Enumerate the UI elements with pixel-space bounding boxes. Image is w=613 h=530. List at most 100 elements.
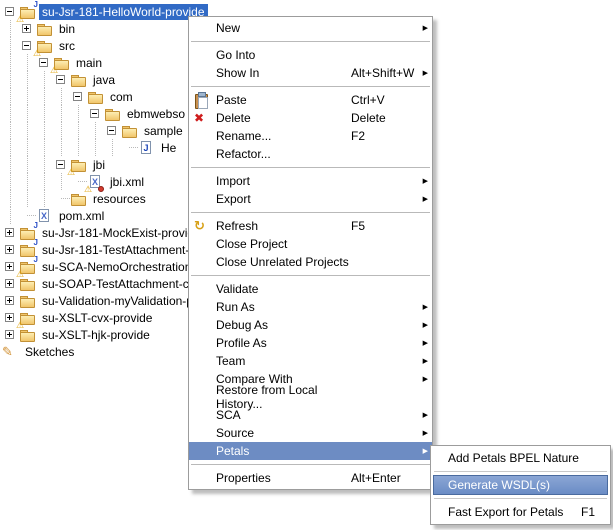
collapse-minus-icon[interactable]: [22, 41, 31, 50]
tree-indent-guide: [36, 190, 53, 207]
menu-item-import[interactable]: Import▶: [189, 172, 432, 190]
menu-item-debug-as[interactable]: Debug As▶: [189, 316, 432, 334]
tree-expander[interactable]: [53, 156, 70, 173]
tree-expander[interactable]: [2, 326, 19, 343]
tree-expander[interactable]: [104, 122, 121, 139]
tree-item-label: su-Jsr-181-MockExist-provide: [42, 225, 201, 240]
tree-item-src[interactable]: ⚠src: [2, 37, 209, 57]
menu-item-validate[interactable]: Validate: [189, 280, 432, 298]
tree-item-resources[interactable]: resources: [2, 190, 209, 207]
tree-item-label: ebmwebso: [127, 106, 186, 121]
menu-item-profile-as[interactable]: Profile As▶: [189, 334, 432, 352]
submenu-arrow-icon: ▶: [422, 25, 428, 32]
menu-item-team[interactable]: Team▶: [189, 352, 432, 370]
menu-item-compare-with[interactable]: Compare With▶: [189, 370, 432, 388]
tree-expander[interactable]: [70, 88, 87, 105]
tree-item-jbi-xml[interactable]: X⚠jbi.xml: [2, 173, 209, 193]
tree-indent-guide: [53, 105, 70, 122]
tree-item-ebmwebso[interactable]: ebmwebso: [2, 105, 209, 122]
menu-item-sca[interactable]: SCA▶: [189, 406, 432, 424]
expand-plus-icon[interactable]: [5, 245, 14, 254]
tree-item-su-soap-testattachment-con[interactable]: su-SOAP-TestAttachment-con: [2, 275, 209, 292]
menu-item-petals[interactable]: Petals▶: [189, 442, 432, 460]
menu-item-add-petals-bpel-nature[interactable]: Add Petals BPEL Nature: [433, 448, 608, 468]
tree-item-su-validation-myvalidation-pro[interactable]: su-Validation-myValidation-pro: [2, 292, 209, 309]
tree-expander[interactable]: [2, 224, 19, 241]
tree-connector: [53, 190, 70, 207]
tree-expander[interactable]: [36, 54, 53, 71]
menu-item-icon-gutter: [193, 128, 216, 144]
tree-item-su-jsr-181-helloworld-provide[interactable]: J⚠su-Jsr-181-HelloWorld-provide: [2, 0, 209, 23]
collapse-minus-icon[interactable]: [73, 92, 82, 101]
tree-expander[interactable]: [2, 258, 19, 275]
menu-item-label: Close Unrelated Projects: [216, 255, 349, 269]
menu-item-icon-gutter: [193, 353, 216, 369]
tree-item-su-xslt-cvx-provide[interactable]: ⚠su-XSLT-cvx-provide: [2, 309, 209, 329]
collapse-minus-icon[interactable]: [56, 160, 65, 169]
expand-plus-icon[interactable]: [5, 296, 14, 305]
folder-icon: [87, 89, 105, 105]
expand-plus-icon[interactable]: [5, 279, 14, 288]
expand-plus-icon[interactable]: [22, 24, 31, 33]
tree-item-su-sca-nemoorchestration-pr[interactable]: J⚠su-SCA-NemoOrchestration-pr: [2, 255, 209, 278]
tree-expander[interactable]: [2, 292, 19, 309]
menu-separator: [434, 498, 607, 499]
tree-expander[interactable]: [19, 20, 36, 37]
tree-item-main[interactable]: ⚠main: [2, 54, 209, 74]
tree-expander[interactable]: [2, 275, 19, 292]
menu-item-source[interactable]: Source▶: [189, 424, 432, 442]
expand-plus-icon[interactable]: [5, 313, 14, 322]
collapse-minus-icon[interactable]: [90, 109, 99, 118]
menu-item-close-unrelated-projects[interactable]: Close Unrelated Projects: [189, 253, 432, 271]
menu-item-new[interactable]: New ▶: [189, 19, 432, 37]
submenu-arrow-icon: ▶: [422, 412, 428, 419]
collapse-minus-icon[interactable]: [107, 126, 116, 135]
tree-indent-guide: [19, 105, 36, 122]
folder-icon: [70, 72, 88, 88]
tree-expander[interactable]: [2, 241, 19, 258]
tree-item-sample[interactable]: sample: [2, 122, 209, 139]
menu-item-refactor[interactable]: Refactor...: [189, 145, 432, 163]
menu-item-run-as[interactable]: Run As▶: [189, 298, 432, 316]
tree-item-su-xslt-hjk-provide[interactable]: su-XSLT-hjk-provide: [2, 326, 209, 343]
expand-plus-icon[interactable]: [5, 228, 14, 237]
menu-item-close-project[interactable]: Close Project: [189, 235, 432, 253]
tree-expander[interactable]: [87, 105, 104, 122]
tree-expander[interactable]: [53, 71, 70, 88]
menu-item-generate-wsdl-s[interactable]: Generate WSDL(s): [433, 475, 608, 495]
tree-item-com[interactable]: com: [2, 88, 209, 105]
collapse-minus-icon[interactable]: [5, 7, 14, 16]
expand-plus-icon[interactable]: [5, 330, 14, 339]
tree-item-bin[interactable]: bin: [2, 20, 209, 37]
expand-plus-icon[interactable]: [5, 262, 14, 271]
menu-item-export[interactable]: Export▶: [189, 190, 432, 208]
menu-item-label: New: [216, 21, 241, 35]
warning-overlay-icon: ⚠: [67, 166, 76, 177]
tree-item-java[interactable]: java: [2, 71, 209, 88]
menu-item-rename[interactable]: Rename...F2: [189, 127, 432, 145]
tree-expander[interactable]: [2, 309, 19, 326]
menu-item-shortcut: F5: [351, 219, 366, 233]
collapse-minus-icon[interactable]: [56, 75, 65, 84]
tree-expander[interactable]: [19, 37, 36, 54]
tree-expander[interactable]: [2, 3, 19, 20]
menu-item-restore-from-local-history[interactable]: Restore from Local History...: [189, 383, 432, 411]
tree-item-label: com: [110, 89, 133, 104]
collapse-minus-icon[interactable]: [39, 58, 48, 67]
tree-item-jbi[interactable]: ⚠jbi: [2, 156, 209, 176]
tree-item-sketches[interactable]: ✎Sketches: [2, 343, 209, 360]
menu-item-go-into[interactable]: Go Into: [189, 46, 432, 64]
menu-item-label: Generate WSDL(s): [448, 478, 551, 492]
tree-item-label: su-Jsr-181-TestAttachment-pr: [42, 242, 201, 257]
